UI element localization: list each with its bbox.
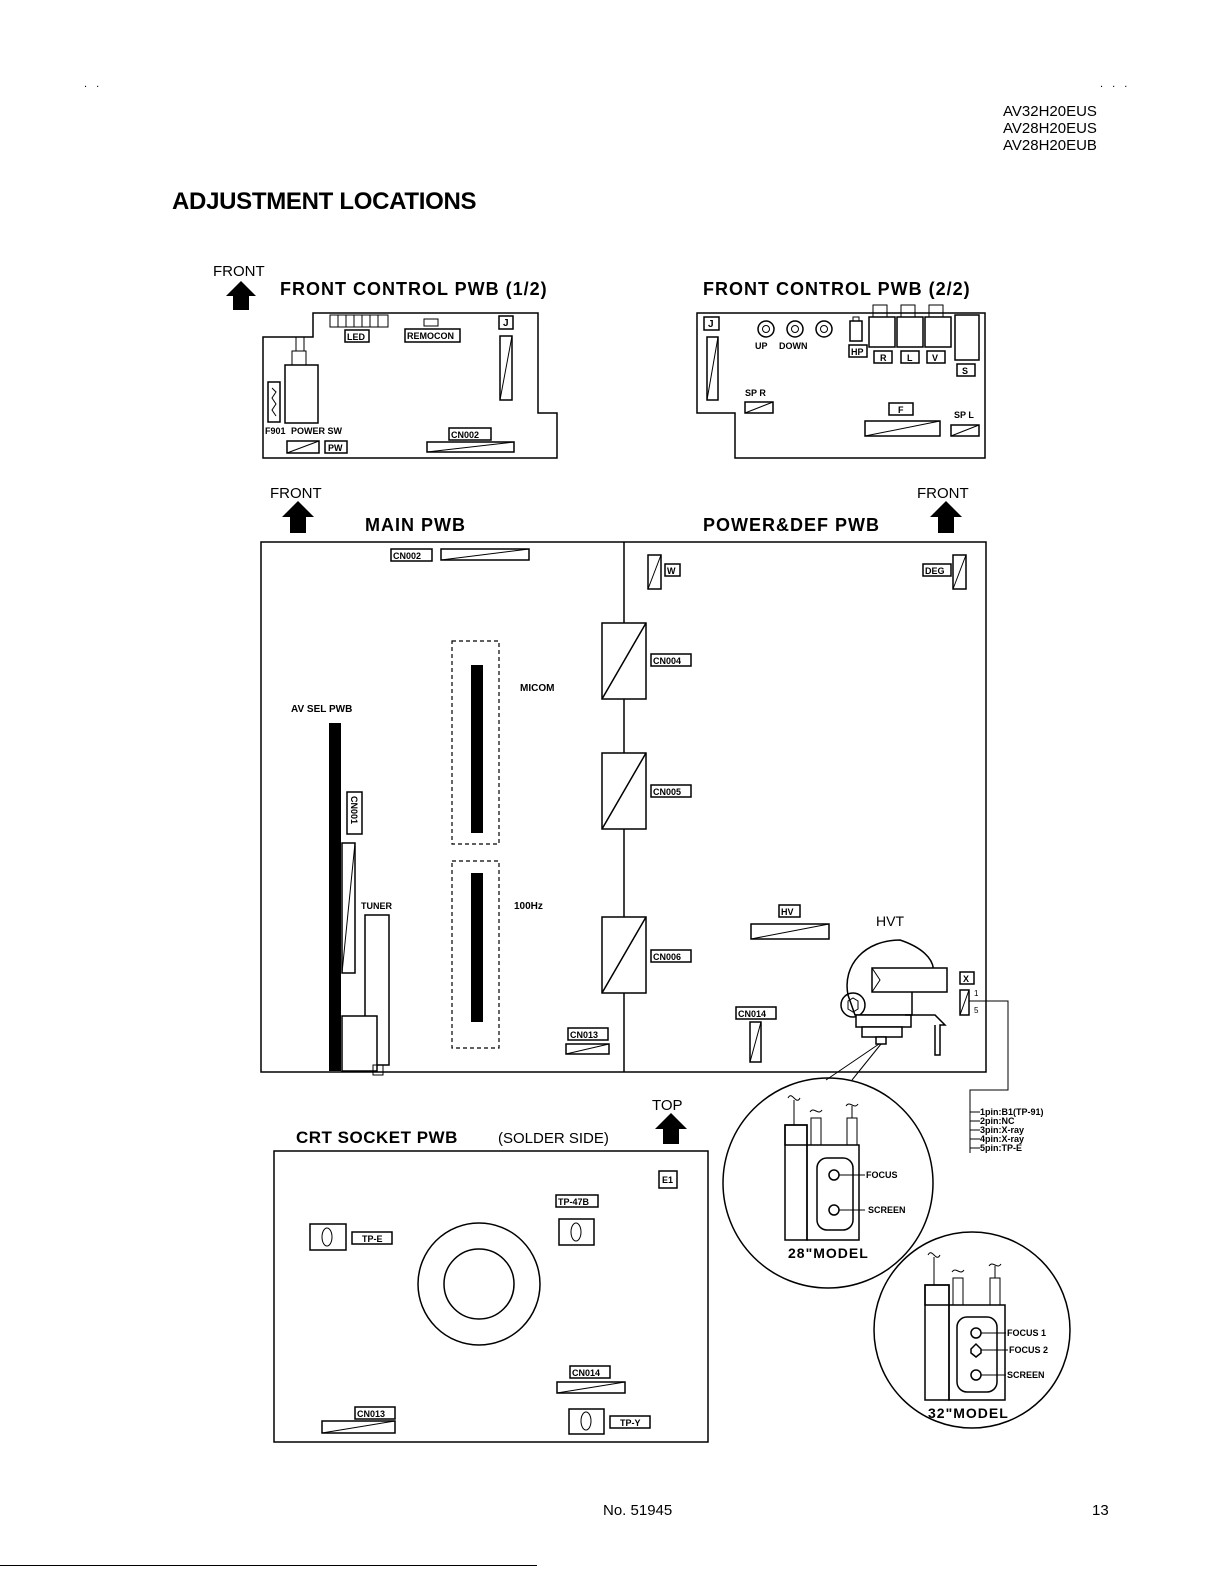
pin-2: 2pin:NC [980,1116,1015,1126]
led-label: LED [347,332,366,342]
pin5-label: 5 [974,1006,979,1015]
tp47b-label: TP-47B [558,1197,590,1207]
model32-name: 32"MODEL [928,1405,1009,1421]
f901-label: F901 [265,426,286,436]
down-label: DOWN [779,341,808,351]
deg-label: DEG [925,566,945,576]
v-label: V [932,353,938,363]
micom-area [451,640,500,845]
top-label: TOP [652,1097,683,1114]
crt-subtitle: (SOLDER SIDE) [498,1130,609,1147]
l-label: L [907,353,913,363]
crt-socket-ring [417,1222,541,1346]
fc2-j-label: J [708,319,714,330]
pin1-label: 1 [974,989,979,998]
pw-label: PW [328,443,343,453]
model-3: AV28H20EUB [1003,137,1097,154]
model28-detail [722,1077,934,1289]
front-arrow-icon [226,281,256,310]
micom-label: MICOM [520,683,554,694]
model32-detail [873,1231,1071,1429]
x-label: X [963,974,969,984]
crt-board-outline [273,1150,709,1443]
fc2-title: FRONT CONTROL PWB (2/2) [703,279,971,299]
e1-label: E1 [662,1175,673,1185]
av-sel-label: AV SEL PWB [291,704,352,715]
crt-cn013-label: CN013 [357,1409,385,1419]
fc1-j-label: J [503,318,509,329]
cn006-label: CN006 [653,952,681,962]
model28-screen-label: SCREEN [868,1205,906,1215]
model28-name: 28"MODEL [788,1245,869,1261]
pin-4: 4pin:X-ray [980,1134,1024,1144]
w-label: W [667,566,676,576]
cn001-label: CN001 [349,796,359,824]
fc2-board-outline [696,312,986,459]
r-label: R [880,353,887,363]
cn004-label: CN004 [653,656,681,666]
main-cn002-label: CN002 [393,551,421,561]
corner-dots-right: . . . [1100,78,1131,90]
page-number: 13 [1092,1502,1109,1519]
power-sw-label: POWER SW [291,426,343,436]
footer-rule [0,1565,537,1566]
down-button [786,320,804,338]
tuner-label: TUNER [361,901,392,911]
pin-5: 5pin:TP-E [980,1143,1022,1153]
main-cn013-label: CN013 [570,1030,598,1040]
hz100-label: 100Hz [514,901,543,912]
main-title: MAIN PWB [365,515,466,535]
power-cn014-label: CN014 [738,1009,766,1019]
remocon-label: REMOCON [407,331,454,341]
front-label-power: FRONT [917,485,969,502]
front-arrow-power-icon [930,501,962,533]
up-button [757,320,775,338]
model-2: AV28H20EUS [1003,120,1097,137]
spl-label: SP L [954,410,974,420]
tpe-label: TP-E [362,1234,383,1244]
front-label-main: FRONT [270,485,322,502]
crt-title: CRT SOCKET PWB [296,1128,458,1147]
front-label-fc1: FRONT [213,263,265,280]
spr-label: SP R [745,388,766,398]
page-title: ADJUSTMENT LOCATIONS [172,188,477,215]
model32-focus1-label: FOCUS 1 [1007,1328,1046,1338]
hz100-area [451,860,500,1049]
power-switch [284,364,319,424]
model-list: AV32H20EUS AV28H20EUS AV28H20EUB [1003,103,1097,154]
corner-dots-left: . . [84,78,103,90]
pin-3: 3pin:X-ray [980,1125,1024,1135]
av-sel-board [329,723,341,1071]
fc1-cn002-label: CN002 [451,430,479,440]
top-arrow-icon [655,1113,687,1144]
s-label: S [962,366,968,376]
fc1-title: FRONT CONTROL PWB (1/2) [280,279,548,299]
cn005-label: CN005 [653,787,681,797]
hv-label: HV [781,907,794,917]
tpy-label: TP-Y [620,1418,641,1428]
up-label: UP [755,341,768,351]
model32-focus2-label: FOCUS 2 [1009,1345,1048,1355]
hp-label: HP [851,347,864,357]
front-arrow-main-icon [282,501,314,533]
model32-screen-label: SCREEN [1007,1370,1045,1380]
led-connector [329,314,389,328]
f-label: F [898,405,904,415]
pin-1: 1pin:B1(TP-91) [980,1107,1044,1117]
power-def-title: POWER&DEF PWB [703,515,880,535]
fc1-board-outline [262,312,558,459]
led-label-box [344,329,370,343]
doc-number: No. 51945 [603,1502,673,1519]
model28-focus-label: FOCUS [866,1170,898,1180]
model-1: AV32H20EUS [1003,103,1097,120]
hvt-label: HVT [876,913,904,929]
crt-cn014-label: CN014 [572,1368,600,1378]
